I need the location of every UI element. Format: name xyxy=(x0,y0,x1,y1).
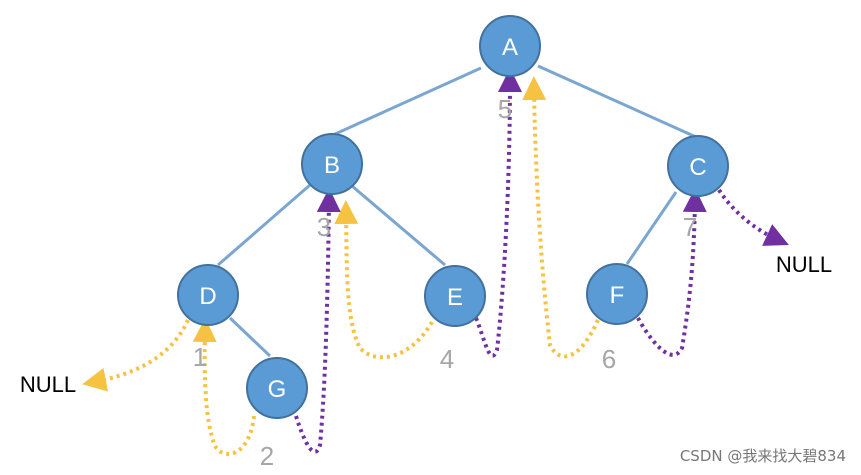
thread-g-to-d xyxy=(192,318,256,456)
order-number-3: 3 xyxy=(317,212,331,242)
null-label-right: NULL xyxy=(776,252,832,277)
tree-nodes: A B C D E F G xyxy=(177,15,729,419)
node-f: F xyxy=(586,263,648,325)
null-label-left: NULL xyxy=(20,372,76,397)
thread-f-to-a xyxy=(522,76,600,359)
yellow-threads xyxy=(82,76,600,456)
node-d: D xyxy=(177,264,239,326)
node-c: C xyxy=(667,135,729,197)
node-a-label: A xyxy=(502,34,518,61)
edge-d-g xyxy=(228,316,272,358)
node-f-label: F xyxy=(610,282,625,309)
edge-a-c xyxy=(537,64,697,139)
node-e-label: E xyxy=(447,284,463,311)
watermark-text: CSDN @我来找大碧834 xyxy=(680,447,846,465)
thread-e-to-b xyxy=(334,200,434,360)
order-number-7: 7 xyxy=(683,212,697,242)
node-g: G xyxy=(246,357,308,419)
thread-g-to-b xyxy=(294,188,341,454)
edge-b-d xyxy=(217,183,311,267)
node-b-label: B xyxy=(324,152,340,179)
edge-b-e xyxy=(351,184,446,267)
order-number-6: 6 xyxy=(602,344,616,374)
thread-f-to-c xyxy=(636,188,707,357)
thread-d-to-null xyxy=(82,319,190,392)
node-c-label: C xyxy=(689,154,706,181)
order-number-1: 1 xyxy=(193,342,207,372)
tree-edges xyxy=(217,64,697,358)
edge-a-b xyxy=(332,66,482,137)
purple-threads xyxy=(294,68,789,454)
order-numbers: 1 2 3 4 5 6 7 xyxy=(193,94,697,471)
order-number-2: 2 xyxy=(260,441,274,471)
thread-e-to-a xyxy=(474,68,522,358)
thread-c-to-null xyxy=(717,188,789,246)
node-a: A xyxy=(479,15,541,77)
order-number-4: 4 xyxy=(440,344,454,374)
node-d-label: D xyxy=(199,283,216,310)
node-g-label: G xyxy=(268,376,287,403)
edge-c-f xyxy=(625,191,678,265)
order-number-5: 5 xyxy=(498,94,512,124)
node-b: B xyxy=(301,133,363,195)
node-e: E xyxy=(424,265,486,327)
